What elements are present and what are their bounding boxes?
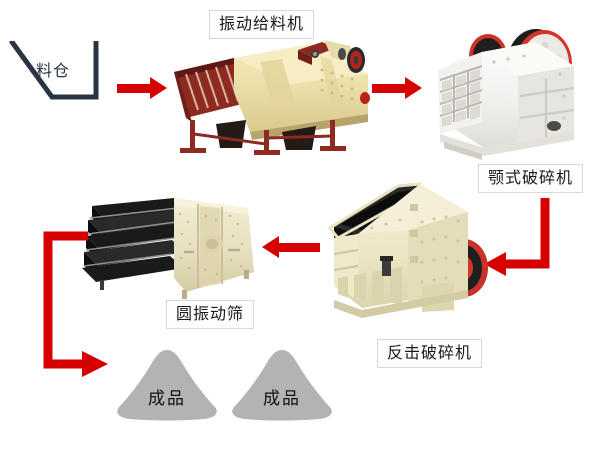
product-pile-2-label: 成品 — [263, 389, 301, 409]
arrow-screen-to-products — [42, 230, 118, 380]
material-silo-label: 料仓 — [36, 61, 71, 80]
machine-jaw-crusher — [424, 22, 600, 168]
product-pile-1-label: 成品 — [148, 389, 186, 409]
machine-impact-crusher — [322, 182, 490, 324]
label-circular-vibrating-screen: 圆振动筛 — [166, 300, 255, 329]
product-pile-1: 成品 — [112, 348, 222, 422]
machine-vibrating-feeder — [172, 40, 372, 155]
label-impact-crusher: 反击破碎机 — [377, 339, 483, 368]
label-jaw-crusher: 颚式破碎机 — [478, 164, 584, 193]
arrow-jaw-to-impact — [484, 196, 564, 280]
label-vibrating-feeder: 振动给料机 — [209, 10, 315, 39]
product-pile-2: 成品 — [227, 348, 337, 422]
machine-circular-vibrating-screen — [78, 196, 260, 306]
material-silo — [8, 38, 100, 102]
